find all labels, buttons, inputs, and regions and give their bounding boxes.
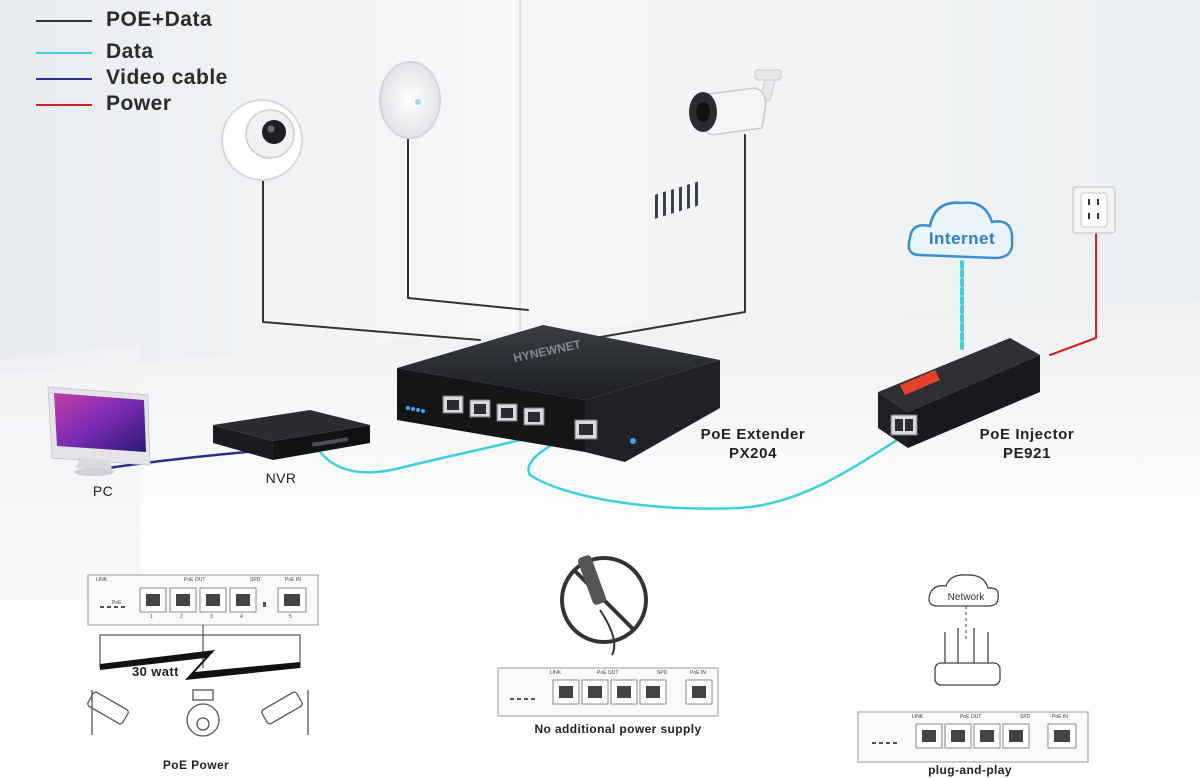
legend-label: Power (106, 92, 172, 115)
legend-item-power: Power (36, 92, 256, 118)
internet-cloud (907, 201, 1014, 260)
panel1-port-4: 4 (240, 614, 243, 620)
switch-panel-2 (497, 667, 719, 717)
legend-line-video (36, 78, 92, 80)
legend-item-video-cable: Video cable (36, 66, 256, 92)
outline-ptz-camera (186, 689, 220, 737)
switch-panel-3 (857, 711, 1089, 763)
panel3-poe-in-label: PoE IN (1052, 714, 1068, 720)
panel1-poe-out-label: PoE OUT (184, 577, 206, 583)
cable-data-nvr (318, 438, 522, 474)
cable-poe-dome-camera (262, 177, 481, 341)
poe-injector-device (878, 338, 1040, 448)
panel1-poe-led-label: PoE (112, 600, 122, 606)
switch-panel-1 (87, 574, 319, 626)
legend-item-data: Data (36, 40, 256, 66)
network-cloud-icon (928, 574, 999, 607)
legend-item-poe-data: POE+Data (36, 8, 256, 34)
panel1-port-3: 3 (210, 614, 213, 620)
legend-label: Data (106, 40, 154, 63)
legend-label: POE+Data (106, 8, 213, 31)
legend-line-poe-data (36, 20, 92, 22)
plug-play-label: plug-and-play (928, 763, 1012, 777)
panel3-spd-label: SPD (1020, 714, 1031, 720)
cable-poe-access-point (407, 137, 529, 311)
panel1-spd-label: SPD (250, 577, 261, 583)
extender-name-label: PoE Extender (700, 426, 806, 443)
panel2-poe-in-label: PoE IN (690, 670, 706, 676)
outline-camera-left (87, 690, 129, 735)
wall-outlet (1072, 186, 1116, 234)
nvr-label: NVR (265, 470, 297, 486)
pc-monitor (47, 386, 151, 476)
crossed-power-adapter-icon (560, 555, 648, 656)
internet-label: Internet (928, 229, 996, 248)
no-power-label: No additional power supply (534, 722, 702, 736)
injector-name-label: PoE Injector (979, 426, 1075, 443)
panel2-spd-label: SPD (657, 670, 668, 676)
feature-panel-plug-play (857, 574, 1089, 763)
poe-extender-device: HYNEWNET (397, 181, 720, 462)
watt-label: 30 watt (132, 664, 179, 679)
extender-front-ports (442, 395, 598, 440)
panel1-port-2: 2 (180, 614, 183, 620)
network-label: Network (947, 592, 985, 603)
panel1-port-5: 5 (289, 614, 292, 620)
feature-panel-no-power (497, 555, 719, 717)
cable-power (1049, 231, 1097, 356)
router-outline-icon (934, 628, 1001, 686)
panel1-poe-in-label: PoE IN (285, 577, 301, 583)
cables (106, 134, 1097, 510)
cable-data-injector (527, 426, 899, 510)
wireless-access-point (379, 61, 441, 139)
panel2-poe-out-label: PoE OUT (597, 670, 619, 676)
panel2-link-label: LINK (550, 670, 562, 676)
cable-poe-bullet-camera (594, 134, 746, 339)
injector-model-label: PE921 (1002, 445, 1052, 462)
legend-label: Video cable (106, 66, 228, 89)
poe-power-label: PoE Power (162, 758, 230, 772)
legend-line-data (36, 52, 92, 54)
panel3-link-label: LINK (912, 714, 924, 720)
bullet-camera (689, 69, 782, 136)
panel1-port-1: 1 (150, 614, 153, 620)
pc-label: PC (92, 483, 114, 499)
outline-camera-right (261, 690, 309, 735)
legend-line-power (36, 104, 92, 106)
feature-panel-poe-power (87, 574, 319, 737)
dome-camera (221, 99, 303, 181)
panel1-link-label: LINK (96, 577, 108, 583)
panel3-poe-out-label: PoE OUT (960, 714, 982, 720)
extender-model-label: PX204 (728, 445, 778, 462)
nvr-recorder (213, 410, 370, 460)
